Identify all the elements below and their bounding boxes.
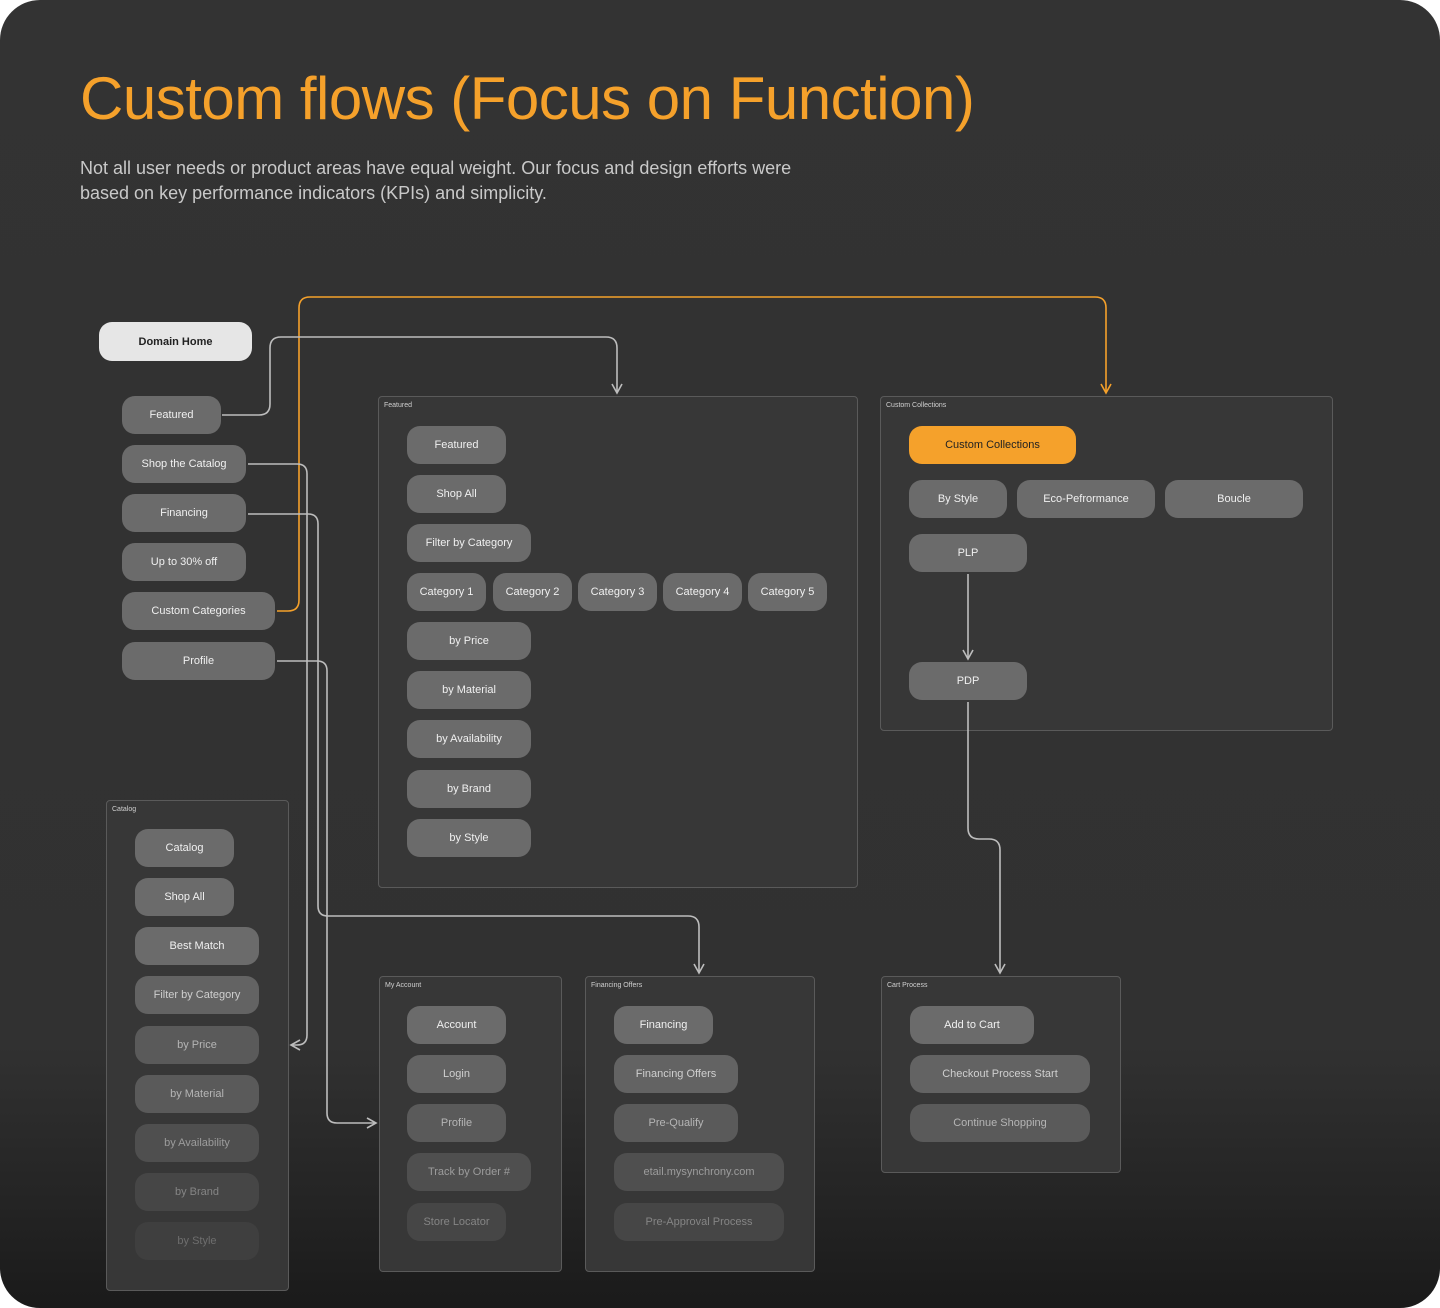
account-item-store-locator[interactable]: Store Locator [407, 1203, 506, 1241]
catalog-item-by-material[interactable]: by Material [135, 1075, 259, 1113]
catalog-item-best-match[interactable]: Best Match [135, 927, 259, 965]
catalog-item-shop-all[interactable]: Shop All [135, 878, 234, 916]
sitemap-item-discount[interactable]: Up to 30% off [122, 543, 246, 581]
featured-item-by-availability[interactable]: by Availability [407, 720, 531, 758]
collection-boucle[interactable]: Boucle [1165, 480, 1303, 518]
domain-home-button[interactable]: Domain Home [99, 322, 252, 361]
featured-item-category-2[interactable]: Category 2 [493, 573, 572, 611]
catalog-item-by-availability[interactable]: by Availability [135, 1124, 259, 1162]
featured-item-shop-all[interactable]: Shop All [407, 475, 506, 513]
frame-label: Catalog [112, 806, 137, 813]
featured-item-by-price[interactable]: by Price [407, 622, 531, 660]
pdp-button[interactable]: PDP [909, 662, 1027, 700]
catalog-item-by-price[interactable]: by Price [135, 1026, 259, 1064]
page-title: Custom flows (Focus on Function) [80, 65, 975, 132]
frame-label: My Account [385, 982, 422, 989]
featured-item-category-3[interactable]: Category 3 [578, 573, 657, 611]
featured-item-by-style[interactable]: by Style [407, 819, 531, 857]
financing-item-financing[interactable]: Financing [614, 1006, 713, 1044]
plp-button[interactable]: PLP [909, 534, 1027, 572]
catalog-item-catalog[interactable]: Catalog [135, 829, 234, 867]
featured-item-featured[interactable]: Featured [407, 426, 506, 464]
sitemap-item-custom-categories[interactable]: Custom Categories [122, 592, 275, 630]
page-subtitle: Not all user needs or product areas have… [80, 158, 792, 203]
financing-item-pre-qualify[interactable]: Pre-Qualify [614, 1104, 738, 1142]
catalog-item-filter-category[interactable]: Filter by Category [135, 976, 259, 1014]
featured-item-by-material[interactable]: by Material [407, 671, 531, 709]
sitemap-item-profile[interactable]: Profile [122, 642, 275, 680]
sitemap-item-featured[interactable]: Featured [122, 396, 221, 434]
financing-item-pre-approval[interactable]: Pre-Approval Process [614, 1203, 784, 1241]
sitemap-item-shop-catalog[interactable]: Shop the Catalog [122, 445, 246, 483]
financing-item-synchrony-link[interactable]: etail.mysynchrony.com [614, 1153, 784, 1191]
featured-item-category-1[interactable]: Category 1 [407, 573, 486, 611]
connector-profile [277, 660, 378, 1129]
collection-by-style[interactable]: By Style [909, 480, 1007, 518]
account-item-login[interactable]: Login [407, 1055, 506, 1093]
account-item-account[interactable]: Account [407, 1006, 506, 1044]
account-item-profile[interactable]: Profile [407, 1104, 506, 1142]
financing-item-offers[interactable]: Financing Offers [614, 1055, 738, 1093]
frame-label: Featured [384, 402, 413, 409]
cart-item-add-to-cart[interactable]: Add to Cart [910, 1006, 1034, 1044]
featured-item-category-5[interactable]: Category 5 [748, 573, 827, 611]
cart-item-continue-shopping[interactable]: Continue Shopping [910, 1104, 1090, 1142]
catalog-item-by-style[interactable]: by Style [135, 1222, 259, 1260]
collection-eco-performance[interactable]: Eco-Pefrormance [1017, 480, 1155, 518]
frame-label: Cart Process [887, 982, 928, 989]
custom-collections-button[interactable]: Custom Collections [909, 426, 1076, 464]
cart-item-checkout-start[interactable]: Checkout Process Start [910, 1055, 1090, 1093]
connector-pdp-cart [967, 702, 1006, 975]
frame-label: Financing Offers [591, 982, 643, 989]
frame-label: Custom Collections [886, 402, 947, 409]
account-item-track-order[interactable]: Track by Order # [407, 1153, 531, 1191]
featured-item-category-4[interactable]: Category 4 [663, 573, 742, 611]
sitemap-item-financing[interactable]: Financing [122, 494, 246, 532]
catalog-item-by-brand[interactable]: by Brand [135, 1173, 259, 1211]
featured-item-filter-category[interactable]: Filter by Category [407, 524, 531, 562]
featured-item-by-brand[interactable]: by Brand [407, 770, 531, 808]
